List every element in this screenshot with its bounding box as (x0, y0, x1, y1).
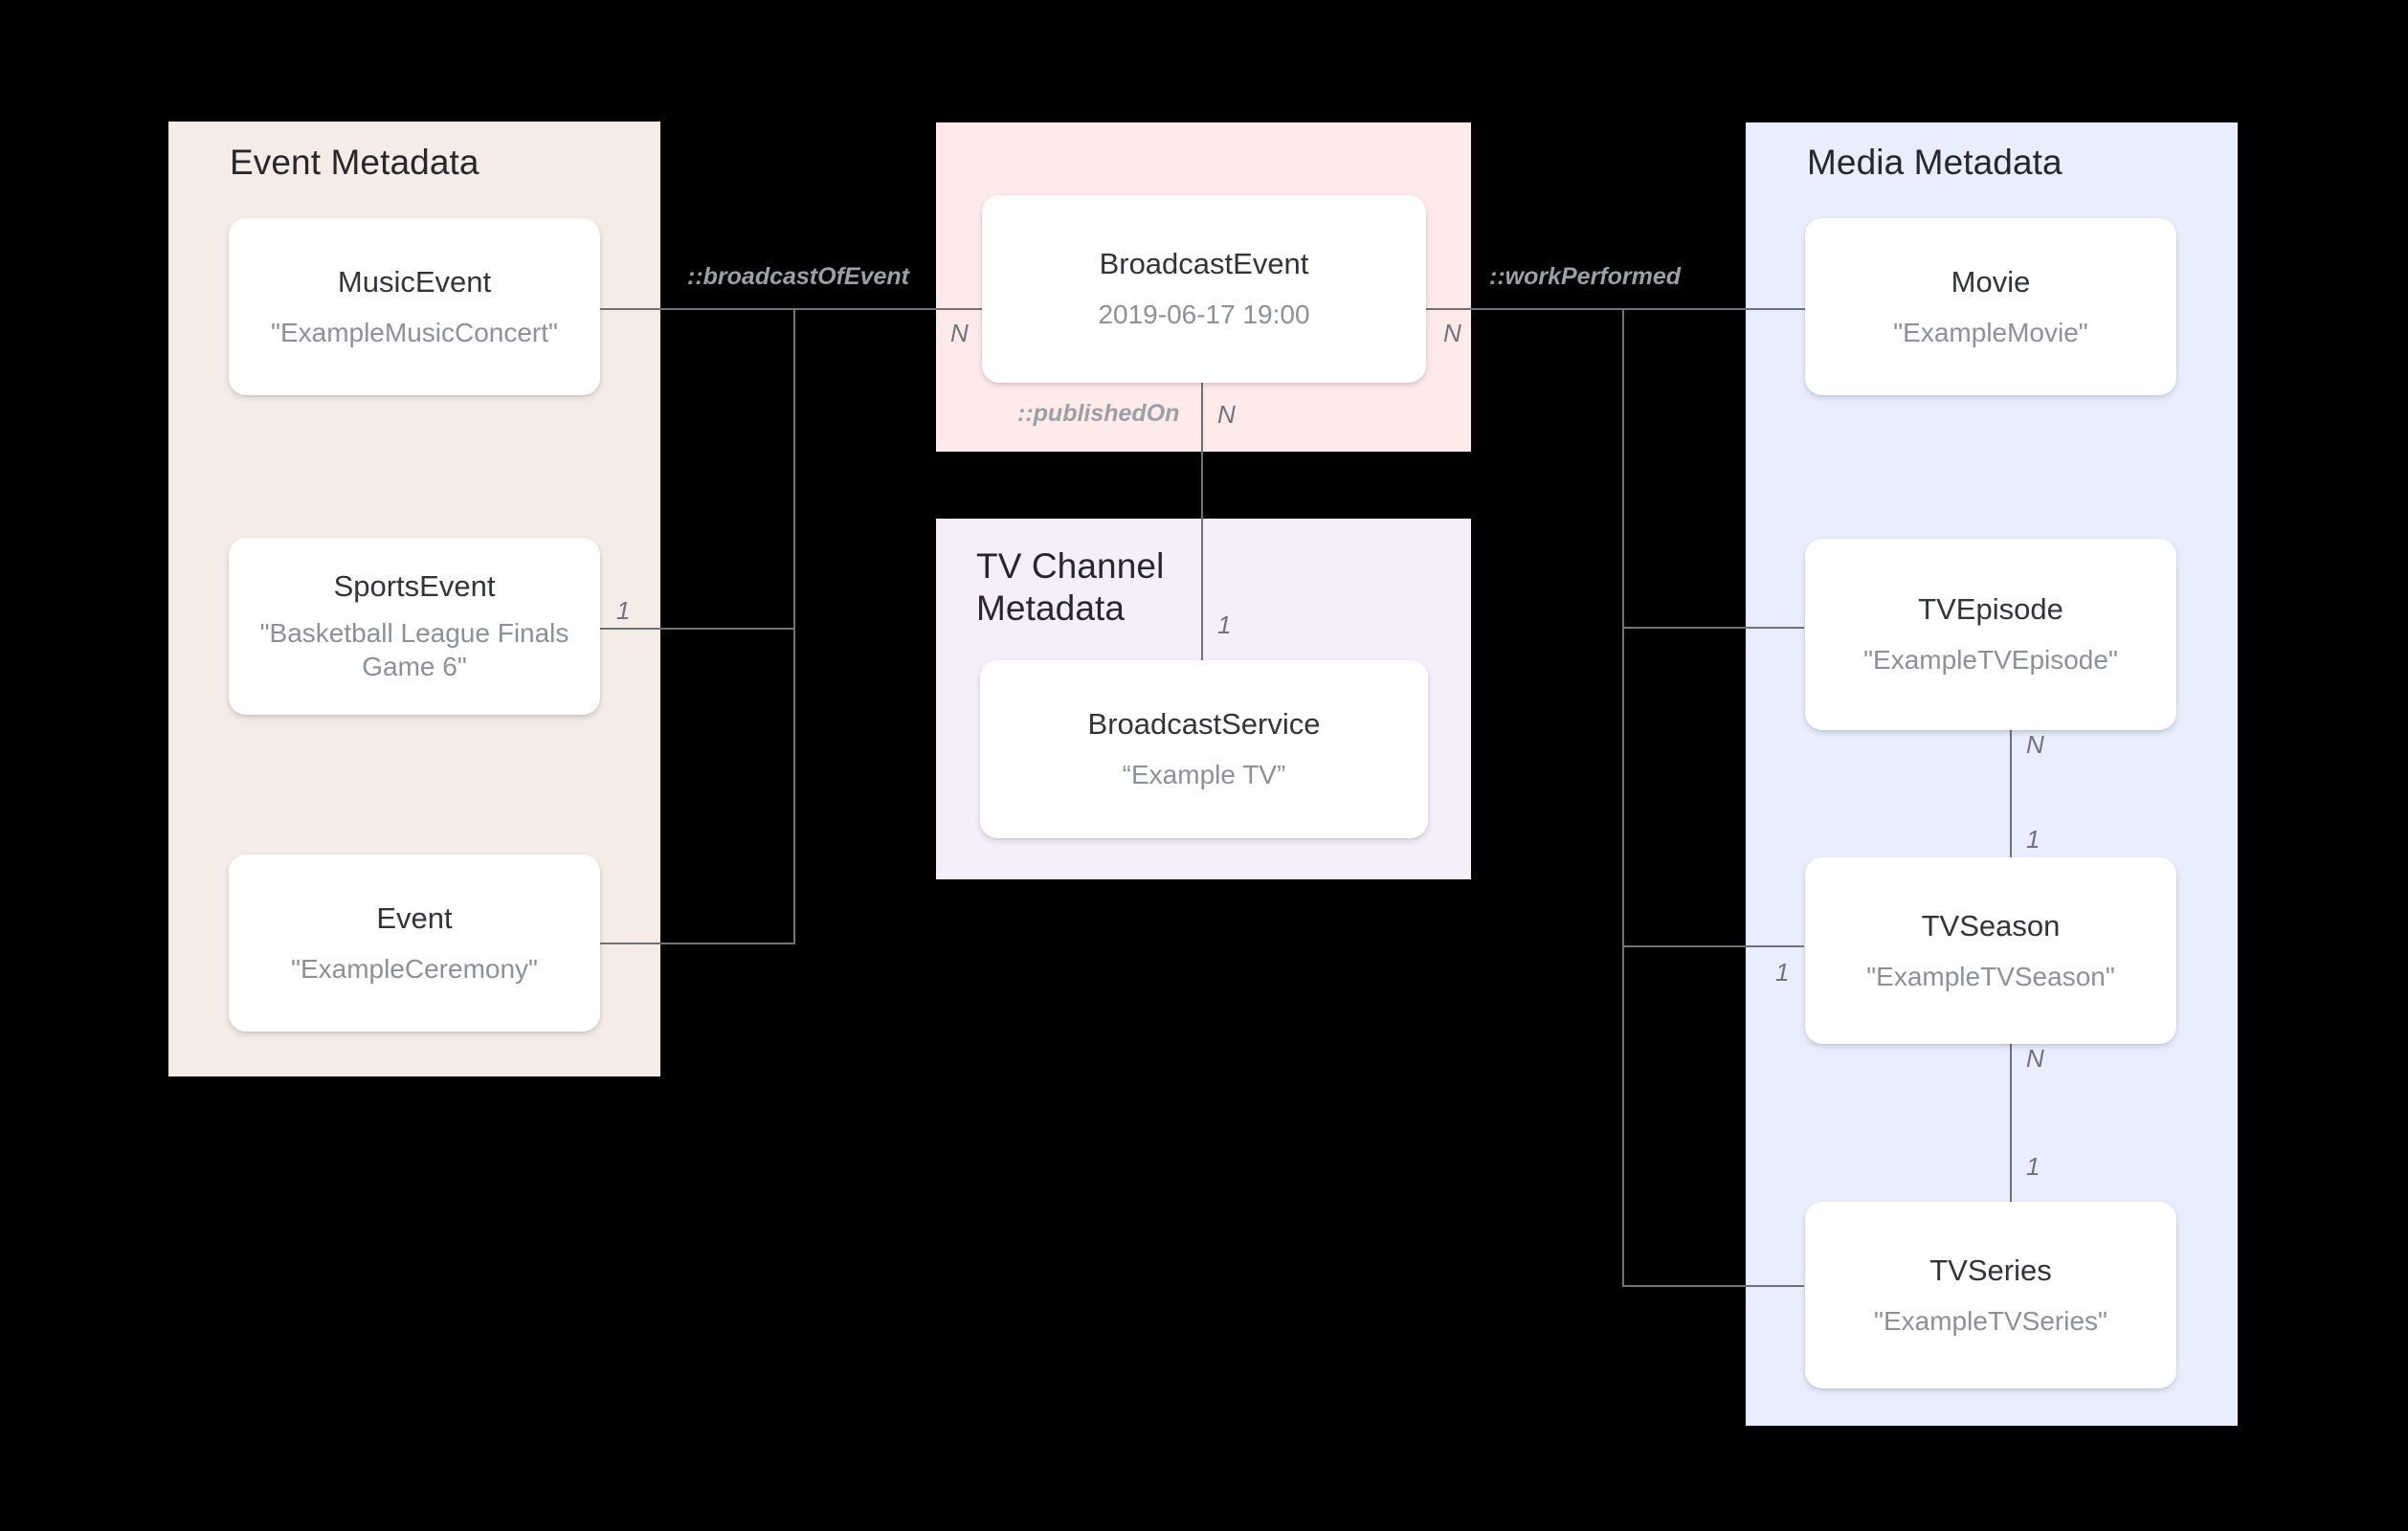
node-card-tv-series[interactable]: TVSeries "ExampleTVSeries" (1805, 1202, 2176, 1388)
edge-broadcast-of-event-main (793, 308, 982, 310)
cardinality-broadcast-event-right: N (1443, 319, 1461, 347)
relation-label-work-performed: ::workPerformed (1489, 263, 1682, 290)
cardinality-broadcast-event-left: N (950, 319, 969, 347)
edge-event-stub (598, 943, 794, 944)
edge-tv-episode-to-tv-season (2010, 730, 2012, 857)
node-subtitle-broadcast-event: 2019-06-17 19:00 (1098, 300, 1310, 330)
node-title-tv-series: TVSeries (1929, 1253, 2052, 1287)
node-subtitle-movie: "ExampleMovie" (1893, 317, 2088, 347)
edge-work-performed-main (1425, 308, 1816, 310)
cardinality-broadcast-service-top: 1 (1217, 610, 1232, 639)
cardinality-sports-event: 1 (616, 596, 631, 625)
group-title-event-metadata: Event Metadata (230, 143, 479, 182)
node-title-broadcast-service: BroadcastService (1087, 707, 1321, 742)
node-card-broadcast-service[interactable]: BroadcastService “Example TV” (980, 660, 1428, 838)
edge-tv-season-stub (1622, 945, 1804, 947)
edge-tv-season-to-tv-series (2010, 1044, 2012, 1202)
edge-tv-series-stub (1622, 1285, 1804, 1287)
edge-sports-event-stub (598, 628, 794, 630)
cardinality-tv-season-left: 1 (1775, 958, 1790, 987)
node-title-tv-episode: TVEpisode (1918, 592, 2063, 627)
node-title-movie: Movie (1951, 264, 2031, 299)
cardinality-tv-season-bottom: N (2026, 1044, 2044, 1073)
node-title-sports-event: SportsEvent (333, 569, 496, 604)
node-card-tv-season[interactable]: TVSeason "ExampleTVSeason" (1805, 857, 2176, 1044)
edge-media-trunk (1622, 308, 1624, 1286)
group-title-tv-channel-metadata: TV Channel Metadata (976, 546, 1165, 628)
node-title-tv-season: TVSeason (1921, 908, 2061, 943)
node-subtitle-tv-episode: "ExampleTVEpisode" (1863, 645, 2118, 676)
relation-label-broadcast-of-event: ::broadcastOfEvent (687, 263, 909, 290)
node-subtitle-sports-event: "Basketball League Finals Game 6" (259, 618, 569, 682)
edge-music-event-stub (598, 308, 794, 310)
node-subtitle-broadcast-service: “Example TV” (1122, 760, 1286, 790)
edge-tv-episode-stub (1622, 627, 1804, 629)
cardinality-tv-series-top: 1 (2026, 1152, 2040, 1181)
relation-label-published-on: ::publishedOn (1017, 400, 1180, 427)
edge-event-trunk (793, 308, 795, 944)
group-title-media-metadata: Media Metadata (1807, 143, 2062, 182)
node-card-tv-episode[interactable]: TVEpisode "ExampleTVEpisode" (1805, 539, 2176, 730)
node-title-event: Event (376, 900, 453, 935)
node-title-broadcast-event: BroadcastEvent (1099, 247, 1309, 281)
cardinality-tv-episode-bottom: N (2026, 730, 2044, 759)
node-subtitle-music-event: "ExampleMusicConcert" (271, 317, 558, 347)
node-title-music-event: MusicEvent (337, 264, 492, 299)
node-subtitle-tv-series: "ExampleTVSeries" (1874, 1305, 2107, 1336)
cardinality-tv-season-top: 1 (2026, 825, 2040, 854)
node-subtitle-event: "ExampleCeremony" (291, 953, 538, 984)
cardinality-broadcast-event-bottom: N (1217, 400, 1236, 429)
edge-published-on (1201, 383, 1203, 660)
node-card-event[interactable]: Event "ExampleCeremony" (229, 854, 600, 1032)
node-card-broadcast-event[interactable]: BroadcastEvent 2019-06-17 19:00 (982, 195, 1426, 383)
node-card-movie[interactable]: Movie "ExampleMovie" (1805, 218, 2176, 395)
node-subtitle-tv-season: "ExampleTVSeason" (1866, 961, 2115, 991)
node-card-sports-event[interactable]: SportsEvent "Basketball League Finals Ga… (229, 538, 600, 715)
node-card-music-event[interactable]: MusicEvent "ExampleMusicConcert" (229, 218, 600, 395)
